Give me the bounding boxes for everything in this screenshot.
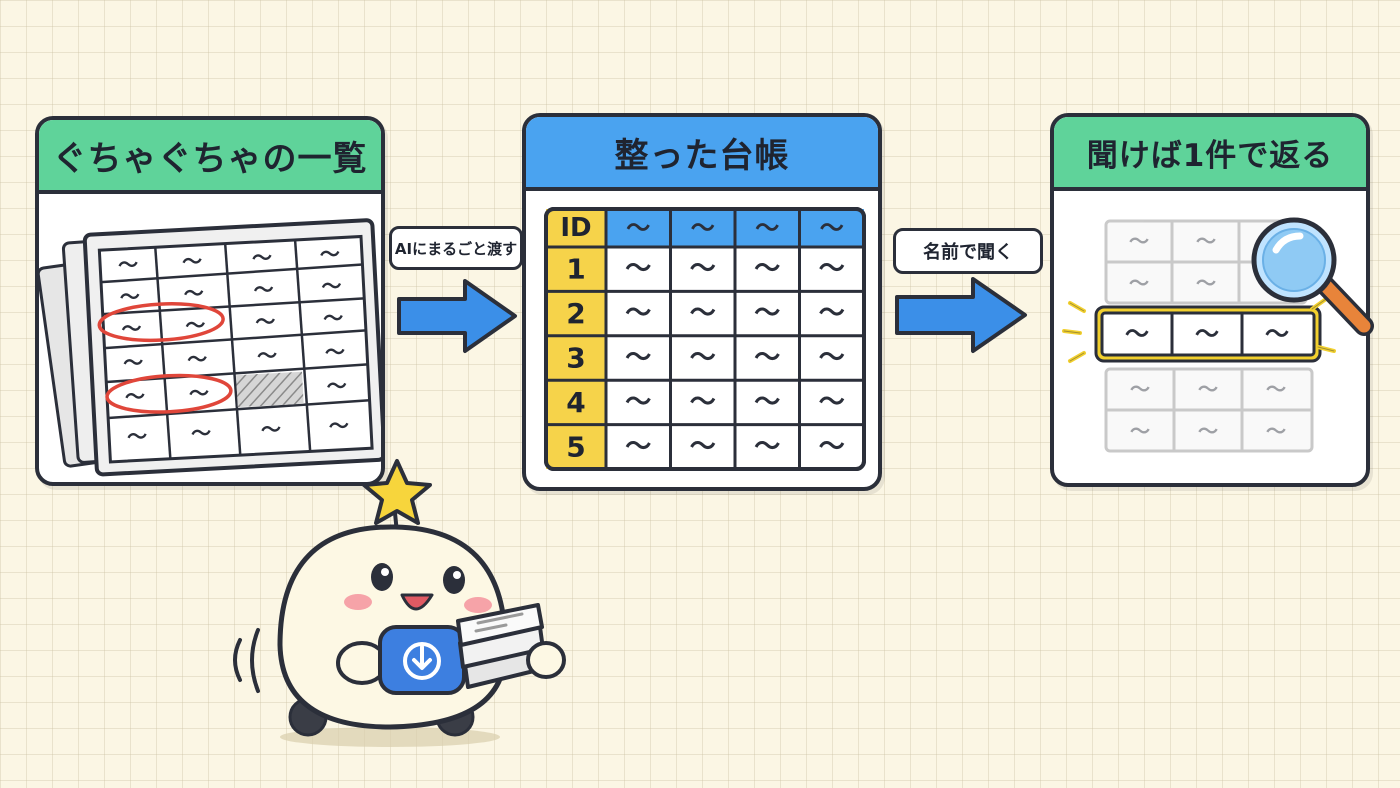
messy-cell-glyph: 〜 xyxy=(119,284,140,309)
ask-by-name-label: 名前で聞く xyxy=(893,228,1043,274)
faded-cell-glyph: 〜 xyxy=(1130,419,1150,443)
ledger-cell-glyph: 〜 xyxy=(819,387,845,417)
messy-cell-glyph: 〜 xyxy=(319,242,340,267)
ledger-header-glyph: 〜 xyxy=(820,214,844,242)
ledger-row-id: 2 xyxy=(566,297,585,330)
ledger-cell-glyph: 〜 xyxy=(754,432,780,462)
messy-cell-glyph: 〜 xyxy=(326,373,347,398)
send-all-to-ai-label: AIにまるごと渡す xyxy=(389,226,523,270)
star-icon xyxy=(362,459,432,525)
ledger-header-glyph: 〜 xyxy=(691,214,715,242)
messy-cell-glyph: 〜 xyxy=(323,306,344,331)
ledger-cell-glyph: 〜 xyxy=(819,432,845,462)
messy-cell-glyph: 〜 xyxy=(328,413,349,438)
faded-cell-glyph: 〜 xyxy=(1198,419,1218,443)
faded-cell-glyph: 〜 xyxy=(1266,377,1286,401)
ledger-cell-glyph: 〜 xyxy=(690,254,716,284)
ledger-cell-glyph: 〜 xyxy=(625,299,651,329)
messy-cell-glyph: 〜 xyxy=(127,424,148,449)
ledger-id-header: ID xyxy=(560,213,591,243)
messy-list-title: ぐちゃぐちゃの一覧 xyxy=(39,120,381,194)
messy-cell-glyph: 〜 xyxy=(185,313,206,338)
download-icon xyxy=(403,642,441,680)
ledger-cell-glyph: 〜 xyxy=(625,432,651,462)
messy-cell-glyph: 〜 xyxy=(324,340,345,365)
faded-cell-glyph: 〜 xyxy=(1266,419,1286,443)
ledger-panel: 整った台帳 ID〜〜〜〜1〜〜〜〜2〜〜〜〜3〜〜〜〜4〜〜〜〜5〜〜〜〜 xyxy=(522,113,882,491)
ledger-cell-glyph: 〜 xyxy=(690,432,716,462)
messy-sheets-illustration: 〜〜〜〜〜〜〜〜〜〜〜〜〜〜〜〜〜〜〜〜〜〜〜 xyxy=(39,218,381,477)
mascot-illustration xyxy=(233,459,566,747)
ledger-row-id: 3 xyxy=(566,342,585,375)
sparkle-mark xyxy=(1068,351,1086,363)
messy-cell-glyph: 〜 xyxy=(123,350,144,375)
sparkle-mark xyxy=(1068,301,1086,313)
ledger-table: ID〜〜〜〜1〜〜〜〜2〜〜〜〜3〜〜〜〜4〜〜〜〜5〜〜〜〜 xyxy=(544,207,866,471)
highlighted-cell-glyph: 〜 xyxy=(1125,320,1149,348)
messy-cell-glyph: 〜 xyxy=(253,277,274,302)
messy-cell-glyph: 〜 xyxy=(255,309,276,334)
faded-cell-glyph: 〜 xyxy=(1129,229,1149,253)
ledger-cell-glyph: 〜 xyxy=(819,254,845,284)
ledger-title: 整った台帳 xyxy=(526,117,878,191)
messy-list-panel: ぐちゃぐちゃの一覧 〜〜〜〜〜〜〜〜〜〜〜〜〜〜〜〜〜〜〜〜 xyxy=(35,116,385,486)
faded-cell-glyph: 〜 xyxy=(1196,271,1216,295)
ledger-cell-glyph: 〜 xyxy=(625,254,651,284)
faded-cell-glyph: 〜 xyxy=(1196,229,1216,253)
ledger-header-glyph: 〜 xyxy=(755,214,779,242)
messy-cell-glyph: 〜 xyxy=(124,384,145,409)
faded-cell-glyph: 〜 xyxy=(1130,377,1150,401)
ledger-cell-glyph: 〜 xyxy=(690,343,716,373)
ledger-cell-glyph: 〜 xyxy=(625,343,651,373)
ledger-row-id: 5 xyxy=(566,430,585,463)
magnifier-icon xyxy=(1251,217,1374,336)
highlighted-cell-glyph: 〜 xyxy=(1265,320,1289,348)
messy-cell-glyph: 〜 xyxy=(256,343,277,368)
highlighted-cell-glyph: 〜 xyxy=(1195,320,1219,348)
ledger-cell-glyph: 〜 xyxy=(690,299,716,329)
sparkle-mark xyxy=(1310,297,1328,311)
arrow-right-icon xyxy=(895,277,1027,353)
messy-cell-glyph: 〜 xyxy=(188,381,209,406)
lookup-title: 聞けば1件で返る xyxy=(1054,117,1366,191)
sparkle-mark xyxy=(1316,345,1336,353)
faded-rows-bottom: 〜〜〜〜〜〜 xyxy=(1104,367,1314,453)
faded-cell-glyph: 〜 xyxy=(1198,377,1218,401)
messy-cell-glyph: 〜 xyxy=(251,245,272,270)
messy-cell-glyph: 〜 xyxy=(181,249,202,274)
ledger-cell-glyph: 〜 xyxy=(819,343,845,373)
messy-cell-glyph: 〜 xyxy=(190,421,211,446)
messy-cell-glyph: 〜 xyxy=(121,316,142,341)
ledger-cell-glyph: 〜 xyxy=(754,254,780,284)
messy-cell-glyph: 〜 xyxy=(187,347,208,372)
messy-cell-glyph: 〜 xyxy=(183,281,204,306)
ledger-row-id: 4 xyxy=(566,386,585,419)
ledger-cell-glyph: 〜 xyxy=(754,387,780,417)
ledger-cell-glyph: 〜 xyxy=(690,387,716,417)
faded-cell-glyph: 〜 xyxy=(1129,271,1149,295)
ledger-cell-glyph: 〜 xyxy=(625,387,651,417)
ledger-cell-glyph: 〜 xyxy=(819,299,845,329)
sparkle-mark xyxy=(1062,329,1082,335)
ledger-header-glyph: 〜 xyxy=(626,214,650,242)
arrow-right-icon xyxy=(397,279,517,353)
ledger-row-id: 1 xyxy=(566,253,585,286)
messy-cell-glyph: 〜 xyxy=(260,417,281,442)
messy-cell-glyph: 〜 xyxy=(118,252,139,277)
ledger-cell-glyph: 〜 xyxy=(754,343,780,373)
messy-cell-glyph: 〜 xyxy=(321,274,342,299)
ledger-cell-glyph: 〜 xyxy=(754,299,780,329)
